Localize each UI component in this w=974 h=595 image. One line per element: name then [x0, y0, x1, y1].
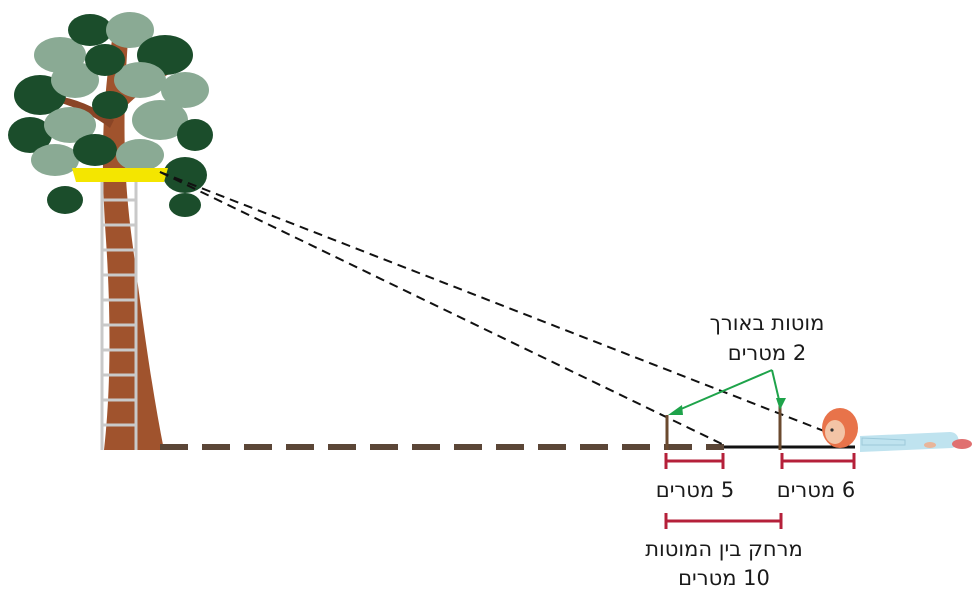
measure-between [664, 513, 783, 529]
observer-girl [822, 408, 972, 452]
between-poles-label-line1: מרחק בין המוטות [645, 537, 803, 561]
distance-right-label: 6 מטרים [777, 478, 855, 502]
tree [8, 12, 213, 450]
arrow-to-far-pole [673, 369, 773, 413]
tree-foliage [8, 12, 213, 217]
sight-lines [159, 171, 843, 446]
between-poles-label-line2: 10 מטרים [678, 566, 770, 590]
distance-left-label: 5 מטרים [656, 478, 734, 502]
arrowhead-far [668, 405, 683, 415]
arrowhead-near [776, 398, 786, 410]
measure-right [780, 453, 856, 469]
measure-left [664, 453, 725, 469]
tree-platform [72, 168, 168, 182]
tree-ladder [100, 182, 138, 450]
sight-line-1 [159, 171, 725, 446]
poles-label-line1: מוטות באורך [710, 311, 825, 335]
poles-label-line2: 2 מטרים [728, 341, 806, 365]
pole-arrows [673, 369, 781, 413]
sight-line-2 [159, 171, 843, 439]
